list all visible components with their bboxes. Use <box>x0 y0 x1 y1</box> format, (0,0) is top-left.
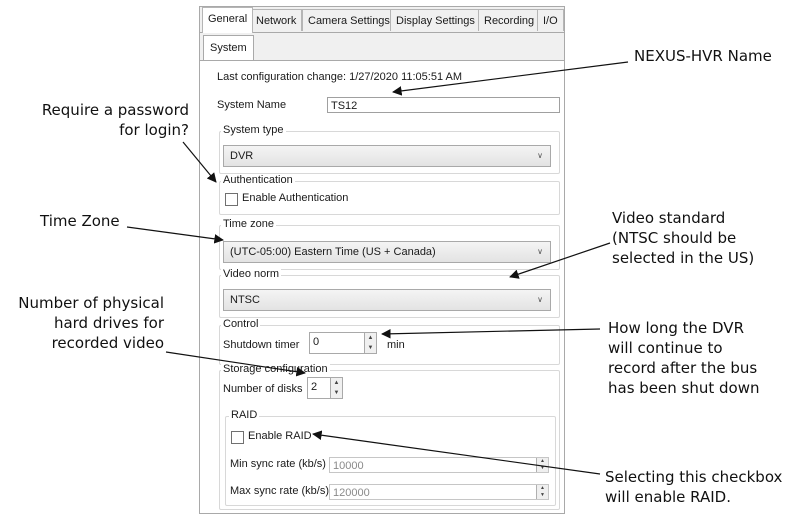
annotation-password: Require a password for login? <box>20 100 189 140</box>
max-sync-spinner[interactable]: ▲ ▼ <box>536 485 548 499</box>
tab-general[interactable]: General <box>202 7 254 33</box>
annotation-line: Number of physical <box>18 294 164 312</box>
system-type-select[interactable]: DVR ∨ <box>223 145 551 167</box>
time-zone-select[interactable]: (UTC-05:00) Eastern Time (US + Canada) ∨ <box>223 241 551 263</box>
system-name-label: System Name <box>217 99 287 111</box>
chevron-down-icon: ∨ <box>537 151 543 160</box>
annotation-hvr-name: NEXUS-HVR Name <box>634 47 772 65</box>
raid-group: RAID Enable RAID Min sync rate (kb/s) 10… <box>225 409 556 506</box>
shutdown-timer-stepper[interactable]: 0 ▲ ▼ <box>309 332 377 354</box>
arrow-hvr-name <box>392 61 629 96</box>
time-zone-value: (UTC-05:00) Eastern Time (US + Canada) <box>230 246 436 258</box>
annotation-line: will enable RAID. <box>605 488 731 506</box>
min-sync-label: Min sync rate (kb/s) <box>230 458 326 470</box>
raid-checkbox[interactable] <box>231 431 244 444</box>
tab-display-settings[interactable]: Display Settings <box>390 9 481 31</box>
max-sync-label: Max sync rate (kb/s) <box>230 485 330 497</box>
tab-recording[interactable]: Recording <box>478 9 541 31</box>
video-norm-value: NTSC <box>230 294 260 306</box>
annotation-line: Video standard <box>612 209 726 227</box>
annotation-line: Selecting this checkbox <box>605 468 783 486</box>
raid-label: RAID <box>229 409 260 421</box>
stepper-down-icon[interactable]: ▼ <box>365 343 376 353</box>
annotation-line: selected in the US) <box>612 249 755 267</box>
annotation-raid: Selecting this checkbox will enable RAID… <box>605 467 782 507</box>
chevron-down-icon: ∨ <box>537 247 543 256</box>
system-type-group: System type DVR ∨ <box>219 124 560 174</box>
disks-value: 2 <box>311 381 318 393</box>
system-name-input[interactable]: TS12 <box>327 97 560 113</box>
annotation-line: has been shut down <box>608 379 760 397</box>
authentication-checkbox[interactable] <box>225 193 238 206</box>
chevron-down-icon: ∨ <box>537 295 543 304</box>
shutdown-timer-label: Shutdown timer <box>223 339 300 351</box>
last-change-text: Last configuration change: 1/27/2020 11:… <box>217 71 463 83</box>
shutdown-timer-value: 0 <box>313 336 320 348</box>
tab-io[interactable]: I/O <box>537 9 564 31</box>
annotation-line: recorded video <box>51 334 164 352</box>
video-norm-label: Video norm <box>221 268 282 280</box>
shutdown-unit-label: min <box>387 339 405 351</box>
control-label: Control <box>221 318 261 330</box>
system-type-label: System type <box>221 124 286 136</box>
max-sync-input[interactable]: 120000 ▲ ▼ <box>329 484 549 500</box>
authentication-label: Authentication <box>221 174 295 186</box>
stepper-down-icon[interactable]: ▼ <box>331 388 342 398</box>
annotation-video-standard: Video standard (NTSC should be selected … <box>612 208 754 268</box>
subtab-bar: System <box>200 33 564 61</box>
annotation-line: record after the bus <box>608 359 758 377</box>
time-zone-group: Time zone (UTC-05:00) Eastern Time (US +… <box>219 218 560 270</box>
annotation-line: How long the DVR <box>608 319 744 337</box>
annotation-shutdown: How long the DVR will continue to record… <box>608 318 760 398</box>
tab-network[interactable]: Network <box>250 9 303 31</box>
system-type-value: DVR <box>230 150 254 162</box>
control-group: Control Shutdown timer 0 ▲ ▼ min <box>219 318 560 365</box>
spin-up-icon[interactable]: ▲ <box>540 485 545 491</box>
annotation-line: Require a password <box>41 101 189 119</box>
annotation-time-zone: Time Zone <box>40 212 120 230</box>
annotation-line: (NTSC should be <box>612 229 737 247</box>
subtab-system[interactable]: System <box>203 35 254 60</box>
tab-bar: General Network Camera Settings Display … <box>200 7 564 33</box>
min-sync-input[interactable]: 10000 ▲ ▼ <box>329 457 549 473</box>
annotation-line: will continue to <box>608 339 723 357</box>
video-norm-select[interactable]: NTSC ∨ <box>223 289 551 311</box>
video-norm-group: Video norm NTSC ∨ <box>219 268 560 318</box>
authentication-group: Authentication Enable Authentication <box>219 174 560 215</box>
stepper-buttons: ▲ ▼ <box>364 333 376 353</box>
arrow-disks <box>165 351 306 377</box>
min-sync-value: 10000 <box>333 460 364 472</box>
annotation-line: hard drives for <box>53 314 164 332</box>
tab-camera-settings[interactable]: Camera Settings <box>302 9 396 31</box>
annotation-disks: Number of physical hard drives for recor… <box>8 293 164 353</box>
spin-up-icon[interactable]: ▲ <box>540 458 545 464</box>
settings-window: General Network Camera Settings Display … <box>199 6 565 514</box>
arrow-raid <box>312 430 601 475</box>
spin-down-icon[interactable]: ▼ <box>540 492 545 498</box>
authentication-checkbox-label: Enable Authentication <box>242 192 349 204</box>
spin-down-icon[interactable]: ▼ <box>540 465 545 471</box>
disks-stepper[interactable]: 2 ▲ ▼ <box>307 377 343 399</box>
disks-label: Number of disks <box>223 383 303 395</box>
arrow-time-zone <box>126 226 224 244</box>
storage-group: Storage configuration Number of disks 2 … <box>219 363 560 510</box>
arrow-shutdown <box>381 328 601 339</box>
arrow-password <box>182 141 217 183</box>
raid-checkbox-label: Enable RAID <box>248 430 312 442</box>
annotation-line: for login? <box>119 121 189 139</box>
max-sync-value: 120000 <box>333 487 370 499</box>
stepper-buttons: ▲ ▼ <box>330 378 342 398</box>
time-zone-label: Time zone <box>221 218 276 230</box>
arrow-video-standard <box>509 242 611 279</box>
